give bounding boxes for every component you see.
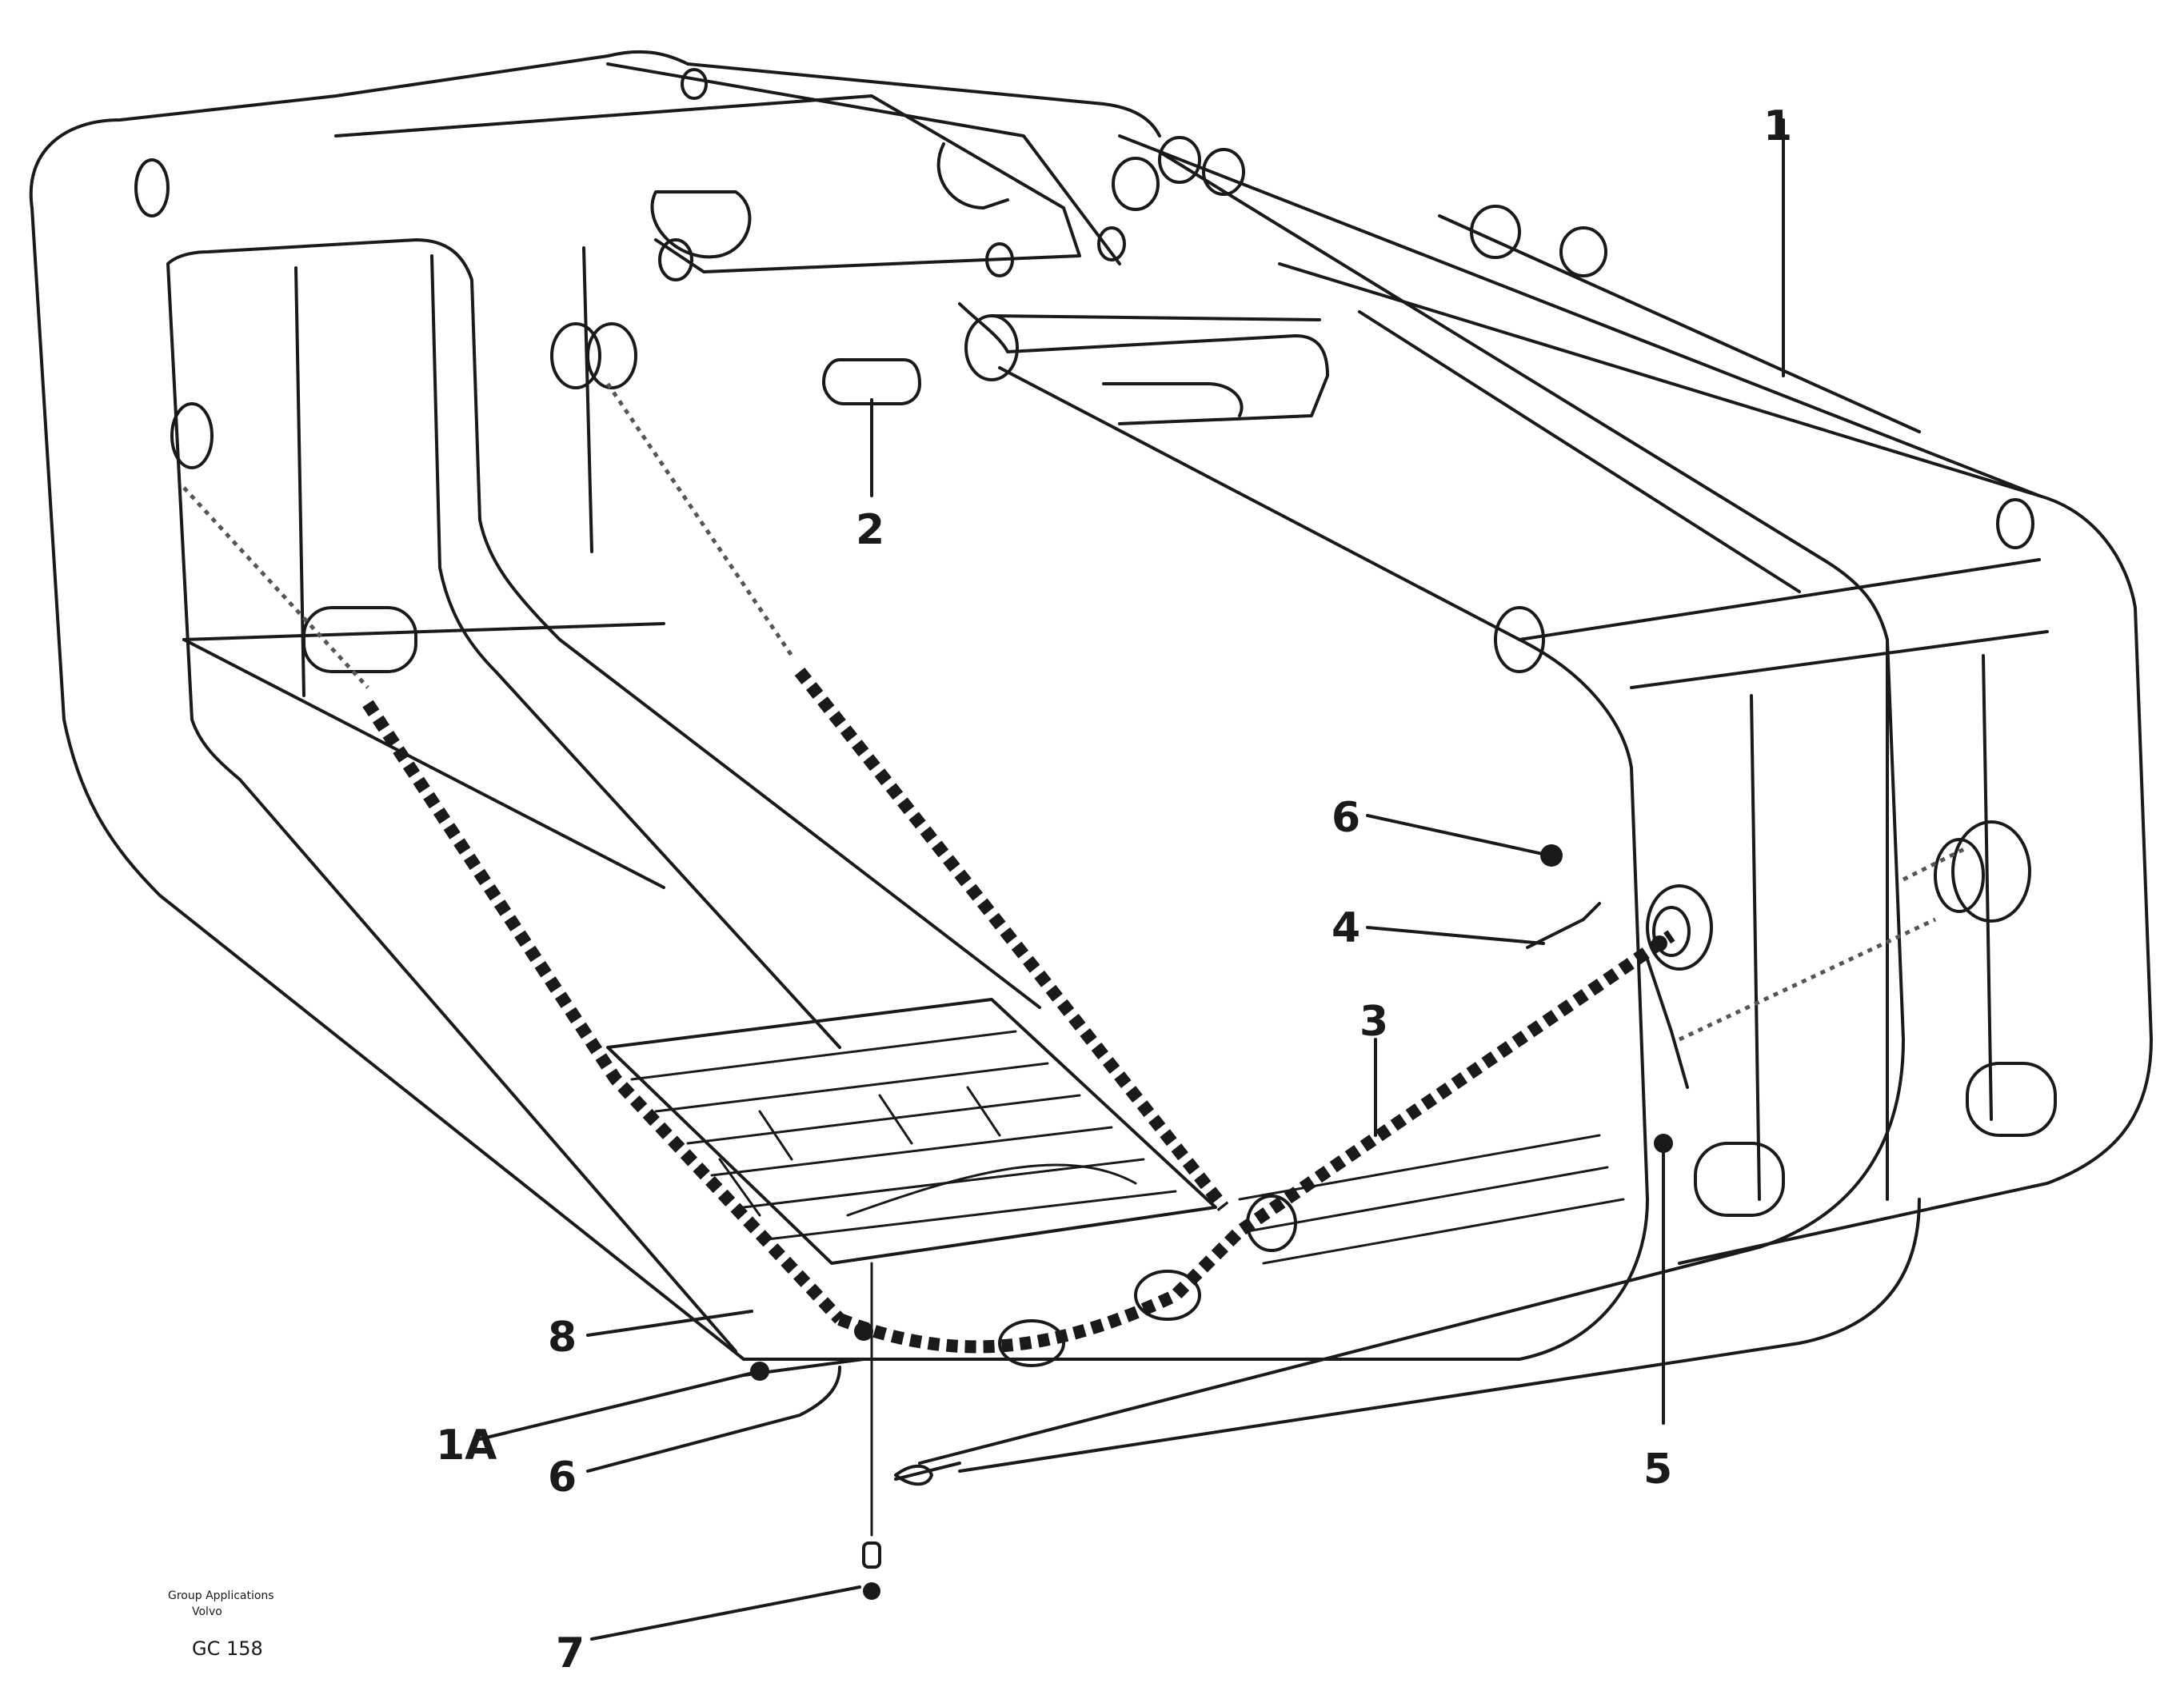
left-frame: [29, 50, 1161, 1361]
callout-7: 7: [556, 1629, 585, 1677]
callout-2: 2: [856, 506, 884, 554]
upper-brackets: [334, 62, 1329, 425]
callout-4: 4: [1332, 904, 1360, 952]
hidden-lines: [182, 382, 1969, 1042]
callout-6-bottom: 6: [548, 1454, 577, 1502]
stamp-code: GC 158: [192, 1637, 263, 1660]
chain: [362, 668, 1675, 1367]
right-frame: [742, 134, 2153, 1481]
reference-stamp: Group Applications Volvo GC 158: [168, 1589, 274, 1660]
step-ladder: [606, 998, 1625, 1265]
stamp-line-2: Volvo: [192, 1605, 222, 1618]
callout-5: 5: [1643, 1446, 1672, 1494]
leader-lines: [478, 118, 1785, 1641]
callout-1a: 1A: [436, 1422, 497, 1470]
callout-6-top: 6: [1332, 794, 1360, 842]
callout-1: 1: [1763, 102, 1792, 150]
callout-8: 8: [548, 1314, 577, 1362]
callouts: 1 2 3 4 5 6 6 7 8 1A: [436, 102, 1792, 1677]
callout-3: 3: [1360, 998, 1388, 1046]
stamp-line-1: Group Applications: [168, 1589, 274, 1602]
